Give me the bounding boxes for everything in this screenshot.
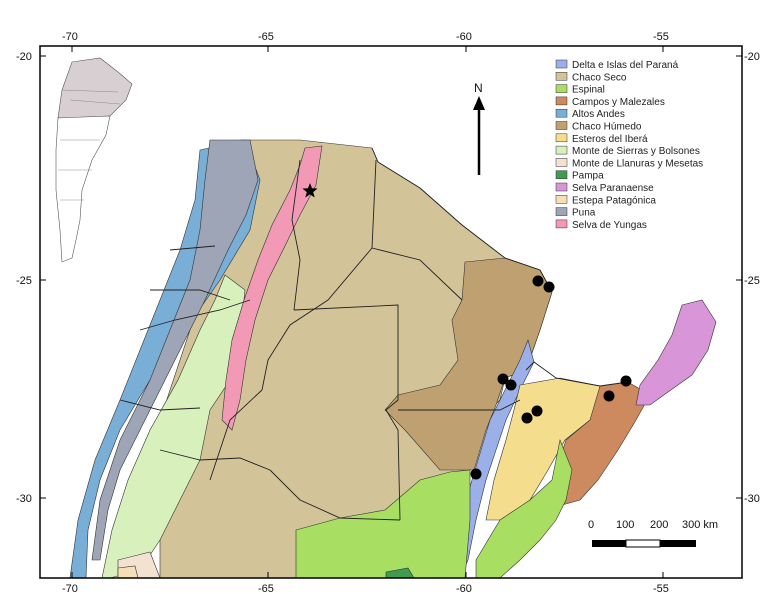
sample-site-dot-1 — [543, 281, 555, 293]
legend-label-0: Delta e Islas del Paraná — [572, 60, 679, 71]
sample-site-dot-0 — [532, 275, 544, 287]
tick-top-2: -60 — [456, 31, 472, 43]
legend-swatch-11 — [555, 195, 568, 204]
legend-label-7: Monte de Sierras y Bolsones — [572, 146, 700, 157]
legend-label-13: Selva de Yungas — [572, 220, 647, 231]
axis-ticks: -70 -65 -60 -55 -70 -65 -60 -55 -20 -25 -30 -20 -25 -… — [16, 31, 760, 594]
inset-south — [55, 115, 111, 263]
legend-swatch-0 — [555, 59, 568, 69]
tick-bottom-1: -65 — [258, 583, 274, 594]
scale-label-100: 100 — [616, 519, 634, 531]
legend-swatch-5 — [555, 121, 568, 130]
tick-right-1: -25 — [744, 275, 760, 287]
tick-right-2: -30 — [744, 493, 760, 505]
sample-site-dot-6 — [603, 390, 615, 402]
scale-bar: 0 100 200 300 km — [588, 519, 718, 548]
sample-site-dot-7 — [620, 375, 632, 387]
tick-top-0: -70 — [62, 31, 78, 43]
legend-label-11: Estepa Patagónica — [572, 195, 656, 206]
highlight-site-star — [302, 183, 318, 198]
legend-swatch-4 — [555, 108, 568, 118]
tick-left-2: -30 — [16, 493, 32, 505]
sample-site-dot-3 — [505, 379, 517, 391]
legend-swatch-13 — [555, 219, 568, 229]
scale-label-0: 0 — [588, 519, 594, 531]
legend-label-3: Campos y Malezales — [572, 97, 665, 108]
legend-label-5: Chaco Húmedo — [572, 122, 642, 133]
map-frame — [39, 45, 743, 579]
tick-right-0: -20 — [744, 51, 760, 63]
province-borders — [119, 147, 629, 521]
region-selva-paranaense — [635, 299, 717, 406]
markers — [302, 183, 632, 480]
legend-label-12: Puna — [572, 208, 596, 219]
legend-swatch-8 — [555, 158, 568, 167]
legend-swatch-1 — [555, 72, 568, 81]
region-yungas — [221, 145, 323, 431]
sample-site-dot-4 — [521, 412, 533, 424]
legend-swatch-9 — [555, 170, 568, 179]
scale-label-200: 200 — [650, 519, 668, 531]
tick-bottom-0: -70 — [62, 583, 78, 594]
tick-left-1: -25 — [16, 275, 32, 287]
scale-label-300: 300 km — [682, 519, 718, 531]
north-arrow: N — [473, 81, 485, 175]
legend-label-9: Pampa — [572, 171, 604, 182]
inset-north — [57, 57, 133, 119]
legend-label-2: Espinal — [572, 85, 605, 96]
legend-swatch-12 — [555, 207, 568, 216]
map-body — [69, 139, 717, 579]
tick-top-3: -55 — [653, 31, 669, 43]
legend-label-10: Selva Paranaense — [572, 183, 654, 194]
north-label: N — [474, 81, 483, 95]
region-estepa — [117, 565, 139, 579]
legend-label-4: Altos Andes — [572, 109, 625, 120]
legend-swatch-6 — [555, 133, 568, 143]
legend-swatch-2 — [555, 84, 568, 93]
tick-top-1: -65 — [258, 31, 274, 43]
sample-site-dot-8 — [470, 468, 482, 480]
legend-swatch-10 — [555, 182, 568, 192]
tick-bottom-2: -60 — [456, 583, 472, 594]
region-puna — [91, 139, 259, 561]
legend-swatch-3 — [555, 96, 568, 106]
tick-bottom-3: -55 — [653, 583, 669, 594]
legend-label-8: Monte de Llanuras y Mesetas — [572, 158, 703, 169]
inset-locator-map — [55, 57, 133, 263]
legend-swatch-7 — [555, 145, 568, 155]
sample-site-dot-5 — [531, 405, 543, 417]
sample-site-dot-2 — [497, 373, 509, 385]
legend-label-1: Chaco Seco — [572, 72, 627, 83]
tick-left-0: -20 — [16, 51, 32, 63]
legend-label-6: Esteros del Iberá — [572, 134, 648, 145]
